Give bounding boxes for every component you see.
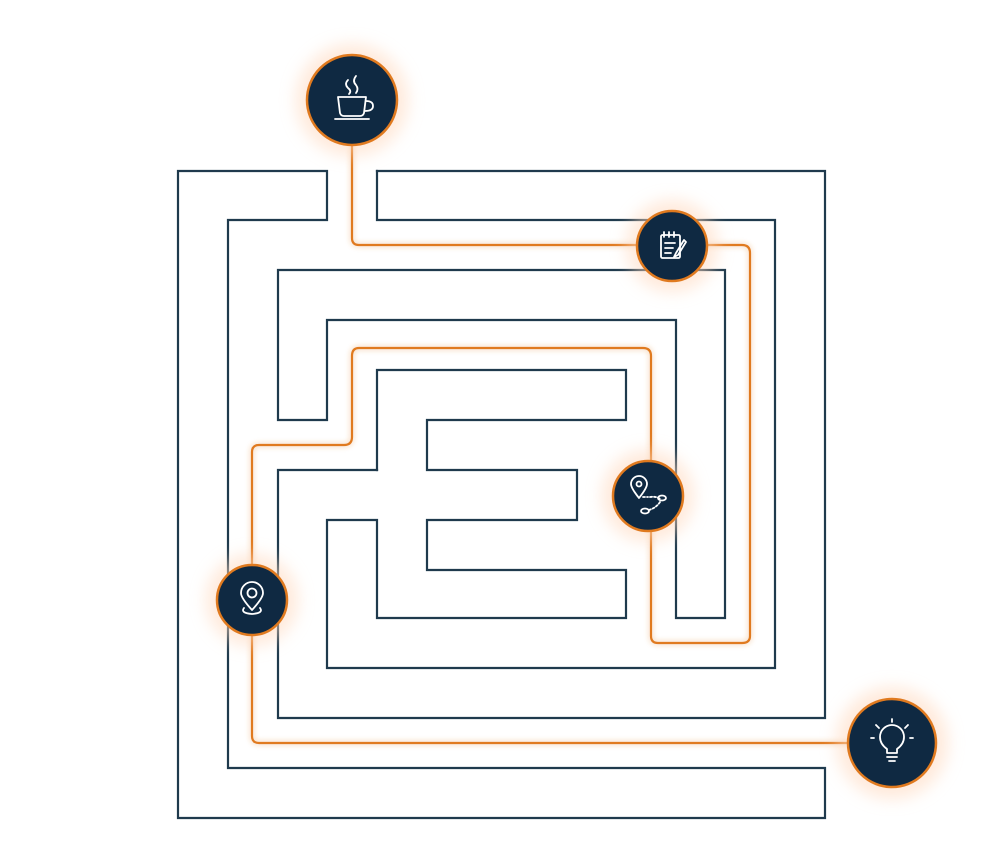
- maze-wall-outer: [176, 169, 827, 820]
- node-start: [296, 44, 408, 156]
- node-start-circle: [305, 53, 399, 147]
- location-pin-icon: [240, 581, 264, 615]
- node-finish-circle: [846, 697, 938, 789]
- maze-wall-top-right: [276, 169, 827, 720]
- map-route-pins-icon: [630, 475, 667, 515]
- node-plan: [626, 200, 718, 292]
- lightbulb-icon: [870, 718, 914, 762]
- node-plan-circle: [635, 209, 709, 283]
- node-route-circle: [611, 459, 685, 533]
- maze-wall-top-inner: [325, 169, 777, 670]
- coffee-cup-icon: [334, 75, 374, 120]
- route-path-group: [250, 98, 894, 745]
- node-finish: [836, 687, 948, 799]
- route-path: [250, 98, 894, 745]
- maze-wall-left-hook: [276, 268, 727, 620]
- route-path-glow: [250, 98, 894, 745]
- notepad-pencil-icon: [660, 231, 687, 259]
- node-location-circle: [215, 563, 289, 637]
- node-location: [206, 554, 298, 646]
- maze-walls: [176, 169, 827, 820]
- node-route: [602, 450, 694, 542]
